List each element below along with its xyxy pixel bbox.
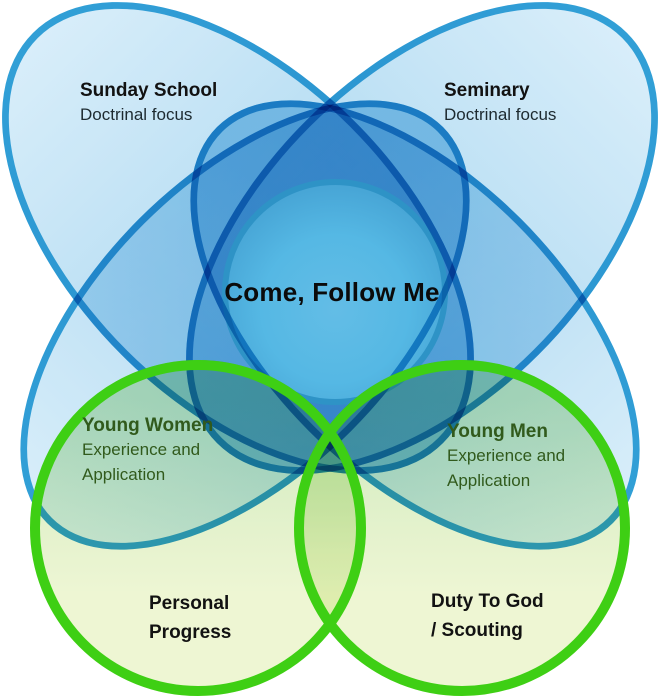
duty-to-god-line2: / Scouting (431, 620, 523, 641)
duty-to-god-label: Duty To God / Scouting (431, 587, 544, 645)
duty-to-god-line1: Duty To God (431, 591, 544, 612)
come-follow-me-label: Come, Follow Me (224, 277, 440, 307)
young-men-circle-outline (294, 360, 630, 696)
personal-progress-line2: Progress (149, 622, 232, 643)
center-circle-shape (222, 179, 448, 405)
personal-progress-line1: Personal (149, 593, 230, 614)
personal-progress-label: Personal Progress (149, 589, 231, 647)
